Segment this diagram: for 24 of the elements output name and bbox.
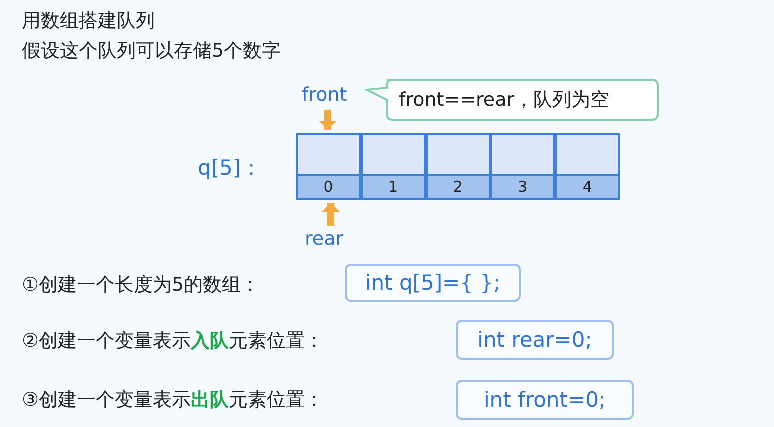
callout-text: front==rear，队列为空 (399, 88, 610, 113)
instruction-text: ①创建一个长度为5的数组： (22, 273, 260, 298)
arrow (319, 110, 337, 130)
index-number: 2 (428, 174, 489, 198)
array-cell (426, 133, 491, 200)
code-box: int rear=0; (456, 320, 614, 360)
code-box: int front=0; (456, 380, 634, 420)
array-cell (360, 133, 426, 200)
subtitle: 假设这个队列可以存储5个数字 (22, 39, 282, 64)
index-number: 1 (362, 174, 424, 198)
instruction-text: ②创建一个变量表示入队元素位置： (22, 329, 324, 354)
instruction-text: ③创建一个变量表示出队元素位置： (22, 388, 324, 413)
index-number: 3 (492, 174, 554, 198)
array-name: q[5]： (198, 155, 262, 182)
pointer-label: rear (305, 228, 344, 250)
code-box: int q[5]={ }; (345, 264, 521, 302)
array-cell (555, 133, 620, 200)
index-number: 4 (557, 174, 618, 198)
title: 用数组搭建队列 (22, 9, 155, 34)
array-cell (490, 133, 556, 200)
pointer-label: front (302, 84, 348, 106)
arrow (322, 203, 340, 226)
array-cell (296, 133, 361, 200)
index-number: 0 (298, 174, 359, 198)
